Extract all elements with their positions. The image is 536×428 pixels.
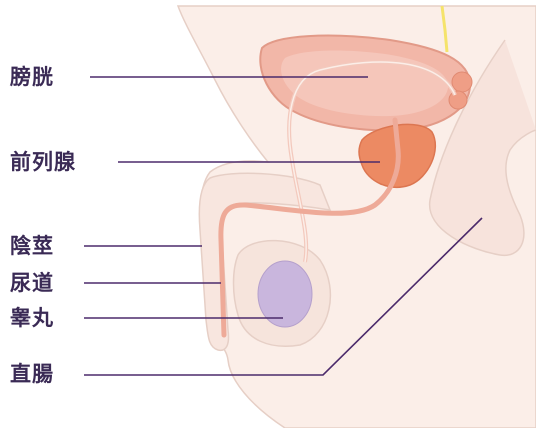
label-urethra: 尿道 <box>10 273 54 294</box>
label-testicle: 睾丸 <box>10 308 54 329</box>
seminal-vesicle-2 <box>449 91 467 109</box>
label-penis: 陰莖 <box>10 236 54 257</box>
label-rectum: 直腸 <box>10 364 54 385</box>
label-bladder: 膀胱 <box>10 67 54 88</box>
label-prostate: 前列腺 <box>10 152 76 173</box>
testicle-shape <box>258 261 312 327</box>
seminal-vesicle <box>452 72 472 92</box>
